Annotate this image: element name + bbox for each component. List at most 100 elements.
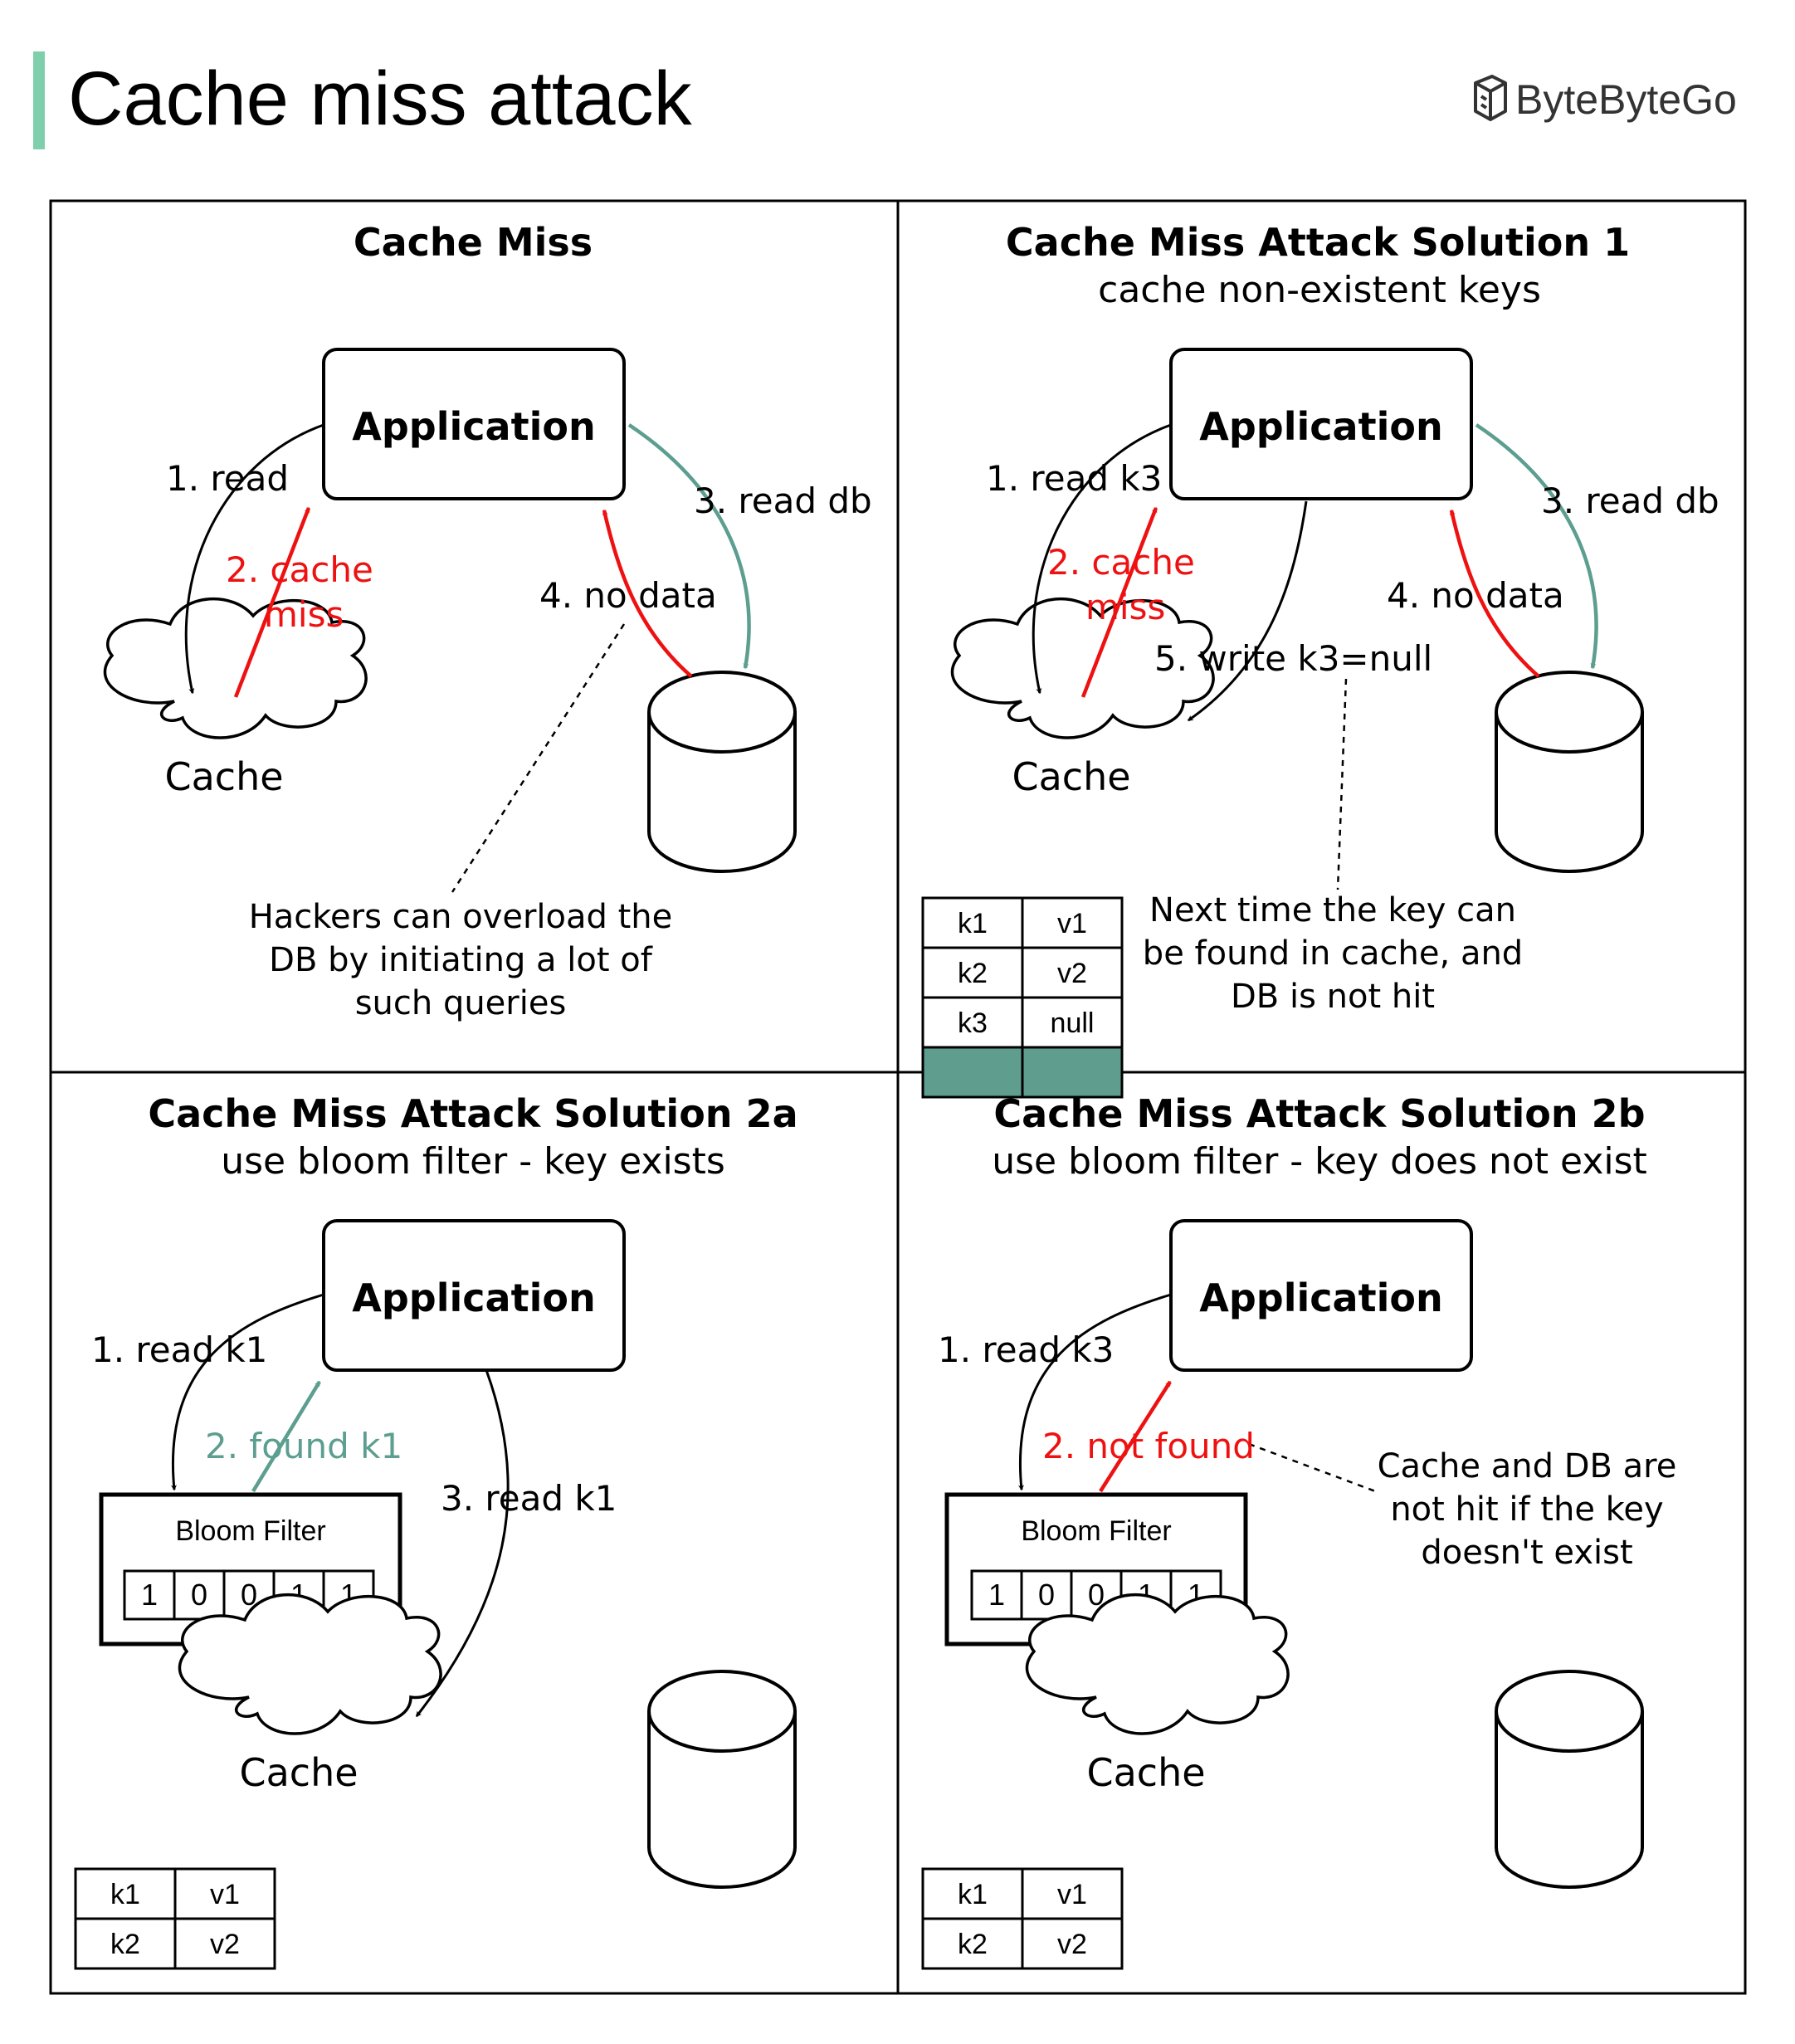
cache-cloud [178, 1593, 442, 1735]
cache-cloud [103, 598, 368, 739]
note-line-1: Cache and DB are [1378, 1447, 1677, 1485]
bloom-bit: 0 [241, 1578, 257, 1612]
arrow-cache-miss [233, 506, 311, 698]
panel-cache-miss: Cache Miss Application Cache 1. read 2. … [103, 220, 872, 1022]
arrow-cache-miss [1080, 506, 1158, 698]
note-line-3: such queries [355, 984, 567, 1022]
table-cell: v1 [1057, 908, 1087, 939]
cache-label: Cache [1086, 1750, 1205, 1795]
note-line-3: DB is not hit [1231, 978, 1435, 1016]
note-line-1: Next time the key can [1149, 891, 1516, 929]
table-cell: k2 [958, 958, 988, 989]
table-row [921, 896, 1124, 949]
step-cache-miss-label-2: miss [1085, 587, 1165, 627]
arrow-not-found [1099, 1380, 1172, 1493]
step-read-label: 1. read [166, 458, 289, 499]
note-connector [1248, 1442, 1378, 1494]
arrow-read-k1 [170, 1293, 324, 1491]
bloom-filter-label: Bloom Filter [175, 1515, 325, 1547]
cache-cloud [1025, 1593, 1290, 1735]
arrow-no-data [1449, 509, 1540, 678]
table-cell: v2 [1057, 958, 1087, 989]
panel-subtitle: cache non-existent keys [1098, 269, 1541, 311]
arrow-read-db [1475, 423, 1598, 670]
database-cylinder [1495, 671, 1644, 873]
database-cylinder [1495, 1670, 1644, 1889]
arrow-read-k3 [1032, 423, 1172, 695]
panel-solution-2b: Cache Miss Attack Solution 2b use bloom … [921, 1091, 1677, 1970]
table-cell: v2 [1057, 1929, 1087, 1960]
note-connector [451, 623, 626, 893]
step-cache-miss-label-2: miss [264, 594, 344, 635]
panel-subtitle: use bloom filter - key does not exist [992, 1140, 1647, 1183]
panel-solution-2a: Cache Miss Attack Solution 2a use bloom … [74, 1091, 798, 1970]
step-read-db-label: 3. read db [694, 481, 872, 521]
table-cell: k1 [958, 1879, 988, 1910]
application-label: Application [1199, 1276, 1442, 1320]
step-no-data-label: 4. no data [539, 575, 717, 616]
arrow-read-cache [415, 1369, 510, 1718]
application-label: Application [352, 1276, 595, 1320]
brand-name: ByteByteGo [1515, 76, 1737, 123]
cache-table: k1 v1 k2 v2 [921, 1867, 1124, 1970]
step-no-data-label: 4. no data [1387, 575, 1564, 616]
note-line-2: DB by initiating a lot of [269, 941, 653, 979]
panel-solution-1: Cache Miss Attack Solution 1 cache non-e… [921, 220, 1719, 1099]
note-line-2: be found in cache, and [1143, 934, 1523, 973]
bytebytego-logo-icon [1474, 75, 1507, 121]
table-cell: null [1051, 1007, 1095, 1039]
bloom-bit: 0 [1088, 1578, 1105, 1612]
page-title: Cache miss attack [68, 56, 693, 141]
cache-table: k1 v1 k2 v2 k3 null [921, 896, 1124, 1099]
table-cell: k1 [110, 1879, 140, 1910]
panel-grid [49, 199, 1747, 1995]
database-cylinder [647, 1670, 797, 1889]
panel-title: Cache Miss Attack Solution 1 [1006, 220, 1630, 265]
bloom-filter-label: Bloom Filter [1021, 1515, 1171, 1547]
arrow-read [184, 423, 324, 695]
note-line-3: doesn't exist [1421, 1534, 1632, 1572]
step-read-db-label: 3. read db [1541, 481, 1719, 521]
table-cell: k2 [958, 1929, 988, 1960]
application-label: Application [352, 404, 595, 449]
table-cell: k1 [958, 908, 988, 939]
step-cache-miss-label: 2. cache [226, 549, 373, 590]
title-accent-bar [33, 51, 45, 149]
panel-title: Cache Miss Attack Solution 2b [993, 1091, 1645, 1136]
step-found-k1-label: 2. found k1 [205, 1426, 402, 1466]
application-box [322, 348, 626, 500]
step-not-found-label: 2. not found [1042, 1426, 1255, 1466]
bloom-bit: 0 [1038, 1578, 1055, 1612]
cache-label: Cache [164, 754, 283, 799]
step-read-cache-label: 3. read k1 [441, 1478, 617, 1519]
step-read-k3-label: 1. read k3 [938, 1329, 1114, 1370]
step-read-k3-label: 1. read k3 [986, 458, 1162, 499]
note-connector [1336, 678, 1348, 890]
arrow-read-k3 [1017, 1293, 1172, 1491]
step-cache-miss-label: 2. cache [1047, 542, 1195, 583]
table-cell: v2 [210, 1929, 240, 1960]
note-line-1: Hackers can overload the [249, 898, 673, 936]
arrow-found-k1 [251, 1380, 321, 1493]
step-read-k1-label: 1. read k1 [91, 1329, 267, 1370]
application-box [1169, 348, 1473, 500]
table-cell: k2 [110, 1929, 140, 1960]
arrow-read-db [627, 423, 751, 670]
bytebytego-logo: ByteByteGo [1474, 75, 1737, 123]
database-cylinder [647, 671, 797, 873]
table-cell: v1 [210, 1879, 240, 1910]
cache-label: Cache [239, 1750, 358, 1795]
bloom-bit: 1 [988, 1578, 1005, 1612]
cache-cloud [950, 598, 1215, 739]
note-line-2: not hit if the key [1390, 1490, 1663, 1529]
panel-subtitle: use bloom filter - key exists [221, 1140, 725, 1183]
cache-table: k1 v1 k2 v2 [74, 1867, 276, 1970]
arrow-write-null [1187, 500, 1308, 722]
arrow-no-data [602, 509, 693, 678]
bloom-bit: 1 [141, 1578, 158, 1612]
application-label: Application [1199, 404, 1442, 449]
panel-title: Cache Miss Attack Solution 2a [148, 1091, 798, 1136]
step-write-null-label: 5. write k3=null [1154, 638, 1432, 679]
cache-label: Cache [1012, 754, 1130, 799]
